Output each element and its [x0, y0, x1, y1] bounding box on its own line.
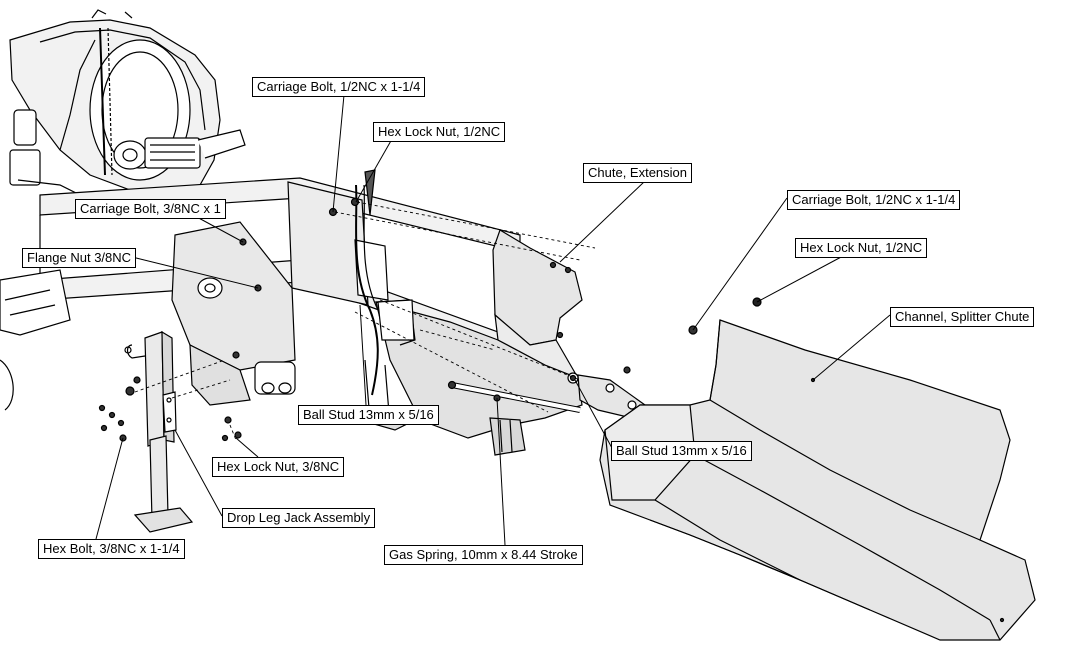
splitter-plate: [171, 169, 407, 431]
callout-ball-stud-right: Ball Stud 13mm x 5/16: [611, 441, 752, 461]
callout-carriage-bolt-half-left: Carriage Bolt, 1/2NC x 1-1/4: [252, 77, 426, 97]
drop-leg-jack: [98, 330, 194, 533]
callout-flange-nut-3-8: Flange Nut 3/8NC: [22, 248, 137, 268]
splitter-chute-channel: [599, 319, 1036, 641]
engine-frame: [9, 9, 246, 216]
callout-chute-extension: Chute, Extension: [583, 163, 693, 183]
callout-hex-lock-nut-half-left: Hex Lock Nut, 1/2NC: [373, 122, 506, 142]
assembly-lines: [134, 201, 596, 441]
callout-drop-leg-jack: Drop Leg Jack Assembly: [222, 508, 376, 528]
gas-spring: [447, 372, 581, 413]
callout-channel-splitter-chute: Channel, Splitter Chute: [890, 307, 1035, 327]
callout-hex-bolt-3-8: Hex Bolt, 3/8NC x 1-1/4: [38, 539, 185, 559]
leader-lines: [95, 94, 891, 546]
callout-hex-lock-nut-3-8: Hex Lock Nut, 3/8NC: [212, 457, 345, 477]
callout-carriage-bolt-half-right: Carriage Bolt, 1/2NC x 1-1/4: [787, 190, 961, 210]
callout-ball-stud-left: Ball Stud 13mm x 5/16: [298, 405, 439, 425]
callout-carriage-bolt-3-8: Carriage Bolt, 3/8NC x 1: [75, 199, 226, 219]
callout-hex-lock-nut-half-right: Hex Lock Nut, 1/2NC: [795, 238, 928, 258]
callout-gas-spring: Gas Spring, 10mm x 8.44 Stroke: [384, 545, 583, 565]
